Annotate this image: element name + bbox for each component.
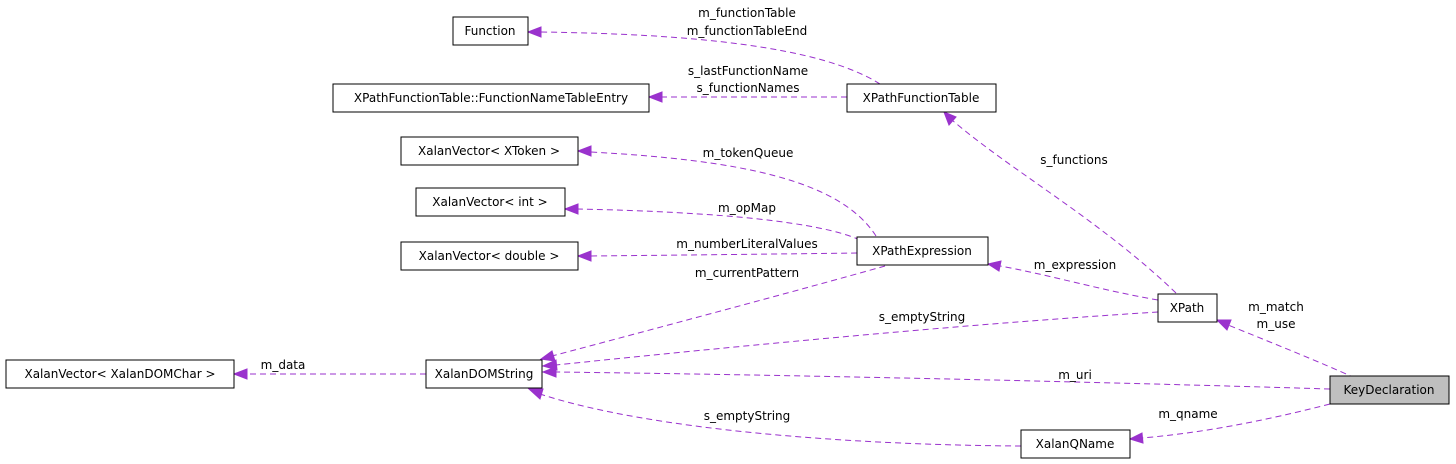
- node-label-function: Function: [464, 24, 515, 38]
- edge-line: [1227, 324, 1356, 379]
- edge-label-m-uri: m_uri: [1058, 368, 1092, 382]
- node-xalanvector-int[interactable]: XalanVector< int >: [415, 187, 566, 217]
- arrow-head: [647, 91, 663, 103]
- node-xalanqname[interactable]: XalanQName: [1020, 429, 1131, 459]
- edge-line: [539, 393, 1022, 447]
- node-xpath[interactable]: XPath: [1157, 293, 1218, 323]
- edge-line: [589, 252, 858, 257]
- arrow-head: [563, 203, 579, 215]
- edge-label-m-use: m_use: [1257, 317, 1296, 331]
- arrow-head: [576, 250, 592, 262]
- edge-line: [576, 208, 861, 241]
- edge-line: [1141, 403, 1331, 439]
- edge-keydeclaration-to-domstring: m_uri: [541, 366, 1331, 390]
- edge-label-m-currentpattern: m_currentPattern: [695, 266, 799, 280]
- edge-line: [551, 265, 886, 357]
- node-label-xalanvector-xtoken: XalanVector< XToken >: [418, 144, 560, 158]
- arrow-head: [1128, 432, 1144, 444]
- node-xalandomstring[interactable]: XalanDOMString: [425, 359, 543, 389]
- node-label-xalanvector-double: XalanVector< double >: [419, 249, 560, 263]
- edge-functiontable-to-function: m_functionTable m_functionTableEnd: [526, 6, 881, 85]
- arrow-head: [986, 260, 1002, 272]
- edge-label-s-functionnames: s_functionNames: [697, 81, 800, 95]
- node-label-xpath: XPath: [1170, 301, 1205, 315]
- node-xalanvector-double[interactable]: XalanVector< double >: [400, 241, 579, 271]
- edge-line: [999, 265, 1159, 301]
- edge-label-m-tokenqueue: m_tokenQueue: [703, 146, 794, 160]
- edge-qname-to-domstring: s_emptyString: [527, 388, 1022, 447]
- node-label-xpathexpression: XPathExpression: [872, 244, 972, 258]
- edge-label-s-emptystring-qname: s_emptyString: [704, 409, 791, 423]
- node-xpathexpression[interactable]: XPathExpression: [856, 236, 989, 266]
- node-label-xalanvector-domchar: XalanVector< XalanDOMChar >: [24, 367, 215, 381]
- arrow-head: [576, 145, 592, 157]
- edge-label-m-numberliteralvalues: m_numberLiteralValues: [676, 237, 817, 251]
- node-label-xalanvector-int: XalanVector< int >: [432, 195, 548, 209]
- edge-expression-to-xtoken-vector: m_tokenQueue: [576, 145, 877, 237]
- edge-xpath-to-domstring: s_emptyString: [541, 310, 1159, 371]
- node-label-xalanqname: XalanQName: [1036, 437, 1115, 451]
- edge-label-m-expression: m_expression: [1034, 258, 1116, 272]
- edge-expression-to-int-vector: m_opMap: [563, 201, 861, 241]
- arrow-head: [232, 368, 248, 380]
- edge-xpath-to-expression: m_expression: [986, 258, 1159, 301]
- node-label-keydeclaration: KeyDeclaration: [1344, 383, 1435, 397]
- arrow-head: [1215, 319, 1232, 331]
- node-keydeclaration[interactable]: KeyDeclaration: [1329, 375, 1450, 405]
- edge-label-m-opmap: m_opMap: [718, 201, 776, 215]
- edge-label-m-functiontableend: m_functionTableEnd: [687, 24, 808, 38]
- edge-expression-to-domstring: m_currentPattern: [539, 265, 886, 362]
- edge-line: [951, 119, 1177, 294]
- arrow-head: [539, 350, 556, 362]
- edge-keydeclaration-to-qname: m_qname: [1128, 403, 1331, 444]
- edge-domstring-to-domchar-vector: m_data: [232, 358, 426, 380]
- arrow-head: [943, 111, 957, 126]
- edge-keydeclaration-to-xpath: m_match m_use: [1215, 300, 1356, 379]
- edge-line: [555, 371, 1331, 390]
- arrow-head: [526, 26, 542, 38]
- edge-line: [555, 311, 1159, 366]
- arrow-head: [541, 366, 557, 378]
- edge-label-m-qname: m_qname: [1158, 407, 1217, 421]
- edge-label-s-functions: s_functions: [1040, 153, 1108, 167]
- node-xalanvector-xalandomchar[interactable]: XalanVector< XalanDOMChar >: [5, 359, 235, 389]
- edge-label-s-lastfunctionname: s_lastFunctionName: [688, 64, 808, 78]
- edge-line: [589, 151, 877, 237]
- node-function[interactable]: Function: [452, 16, 529, 46]
- edge-expression-to-double-vector: m_numberLiteralValues: [576, 237, 858, 262]
- edge-label-m-data: m_data: [261, 358, 306, 372]
- node-label-xpathfunctiontable: XPathFunctionTable: [863, 91, 980, 105]
- arrow-head: [527, 388, 544, 400]
- node-xpathfunctiontable-functionnametableentry[interactable]: XPathFunctionTable::FunctionNameTableEnt…: [332, 83, 650, 113]
- edge-label-m-match: m_match: [1248, 300, 1304, 314]
- node-xalanvector-xtoken[interactable]: XalanVector< XToken >: [400, 136, 579, 166]
- edge-functiontable-to-entry: s_lastFunctionName s_functionNames: [647, 64, 847, 103]
- node-xpathfunctiontable[interactable]: XPathFunctionTable: [846, 83, 997, 113]
- edge-label-m-functiontable: m_functionTable: [698, 6, 796, 20]
- node-label-xalandomstring: XalanDOMString: [435, 367, 534, 381]
- edge-line: [539, 31, 881, 85]
- edge-label-s-emptystring-xpath: s_emptyString: [879, 310, 966, 324]
- node-label-functionnametableentry: XPathFunctionTable::FunctionNameTableEnt…: [354, 91, 628, 105]
- edge-xpath-to-functiontable: s_functions: [943, 111, 1177, 294]
